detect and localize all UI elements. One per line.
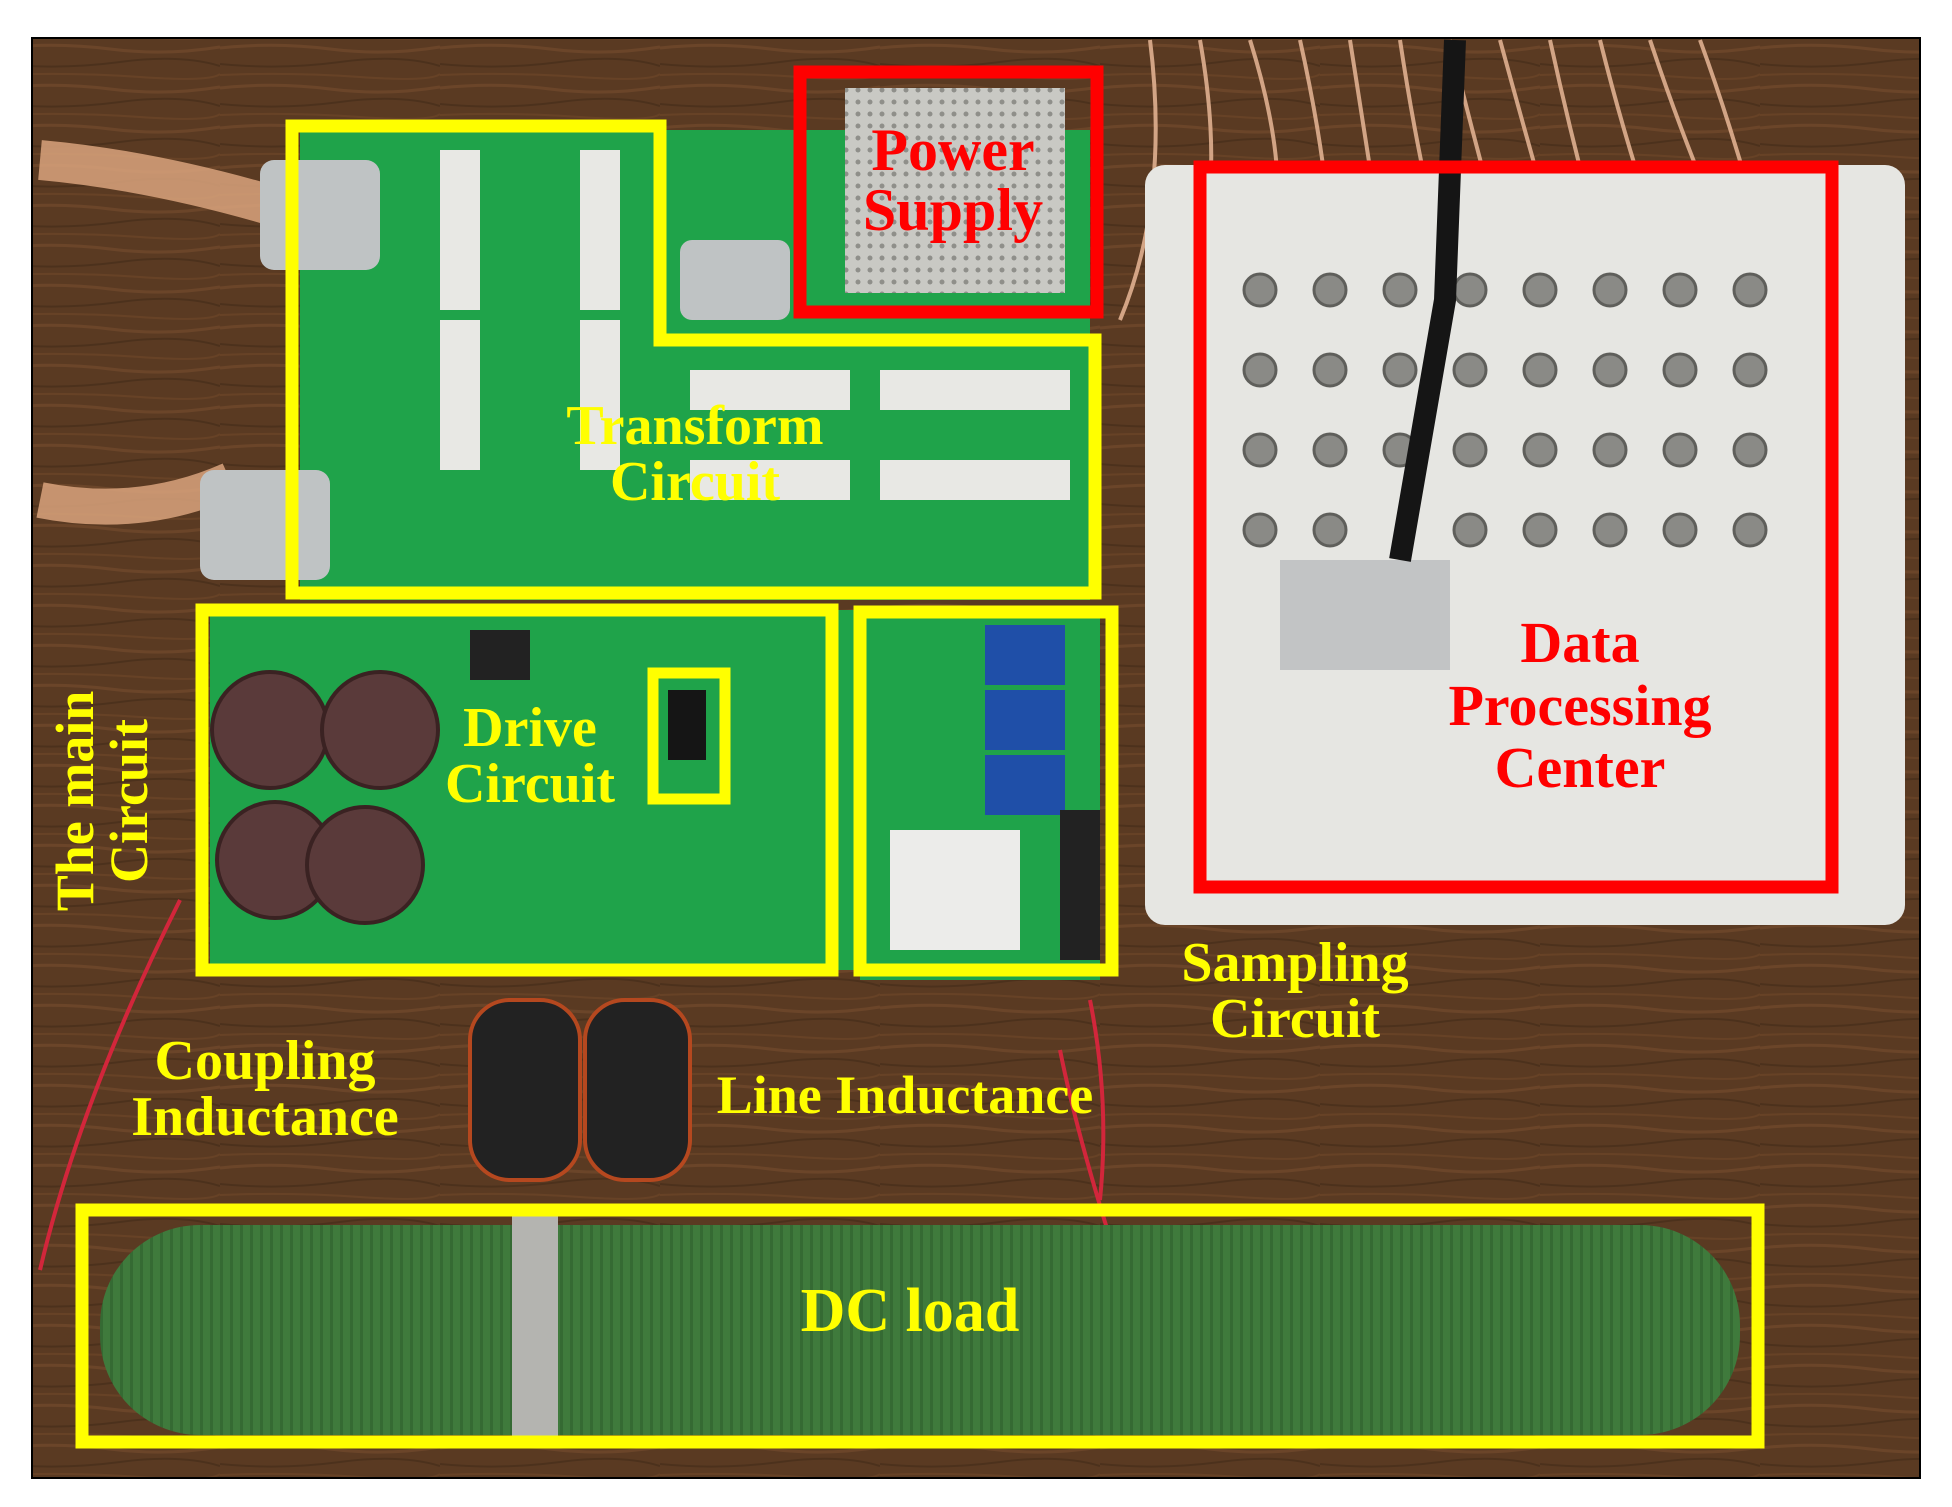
- label-power-supply: Power Supply: [848, 120, 1058, 240]
- electrolytic-capacitors: [210, 670, 440, 925]
- toroid-inductors: [468, 998, 692, 1182]
- label-line-inductance: Line Inductance: [716, 1065, 1094, 1125]
- label-drive-circuit: Drive Circuit: [420, 700, 640, 812]
- label-data-processing-center-line1: Data: [1520, 610, 1640, 675]
- dspace-dsub: [1280, 560, 1450, 670]
- box-data-processing-center: [1193, 160, 1839, 894]
- label-the-main-circuit-line1: The main: [45, 690, 105, 912]
- black-cable: [1389, 39, 1466, 562]
- resistor-clamp: [512, 1215, 558, 1445]
- label-coupling-inductance-line2: Inductance: [131, 1086, 399, 1148]
- label-sampling-circuit-line2: Circuit: [1209, 988, 1381, 1050]
- label-coupling-inductance-line1: Coupling: [154, 1030, 376, 1092]
- label-transform-circuit: Transform Circuit: [540, 398, 850, 510]
- driver-ic: [668, 690, 706, 760]
- sampling-module: [890, 830, 1020, 950]
- label-data-processing-center: Data Processing Center: [1410, 610, 1750, 801]
- box-drive-circuit: [195, 603, 839, 977]
- label-drive-circuit-line2: Circuit: [444, 753, 616, 815]
- label-the-main-circuit-line2: Circuit: [99, 719, 159, 883]
- power-supply-body: [845, 88, 1065, 293]
- bnc-connectors: [1242, 272, 1768, 548]
- box-sampling-circuit: [853, 605, 1119, 977]
- label-drive-circuit-line1: Drive: [463, 697, 597, 759]
- label-sampling-circuit: Sampling Circuit: [1150, 935, 1440, 1047]
- box-power-supply: [793, 65, 1104, 319]
- relay: [470, 630, 530, 680]
- label-data-processing-center-line3: Center: [1494, 735, 1666, 801]
- dc-load-resistor: [100, 1225, 1740, 1435]
- box-transform-circuit: [285, 119, 1102, 600]
- label-sampling-circuit-line1: Sampling: [1181, 932, 1409, 994]
- terminal-block: [1060, 810, 1100, 960]
- annotation-boxes: [75, 65, 1839, 1449]
- label-data-processing-center-line2: Processing: [1448, 672, 1712, 738]
- label-coupling-inductance: Coupling Inductance: [95, 1033, 435, 1145]
- label-transform-circuit-line2: Circuit: [609, 451, 781, 513]
- current-sensors: [985, 625, 1065, 815]
- label-power-supply-line2: Supply: [862, 177, 1044, 243]
- image-frame: [31, 37, 1921, 1479]
- pcb-drive: [210, 610, 870, 970]
- label-the-main-circuit: The main Circuit: [45, 661, 159, 941]
- box-dc-load: [75, 1203, 1765, 1449]
- label-dc-load: DC load: [800, 1277, 1020, 1345]
- connector-rows: [440, 150, 1070, 500]
- box-driver-ic: [647, 667, 731, 805]
- label-power-supply-line1: Power: [871, 117, 1035, 183]
- label-transform-circuit-line1: Transform: [566, 395, 824, 457]
